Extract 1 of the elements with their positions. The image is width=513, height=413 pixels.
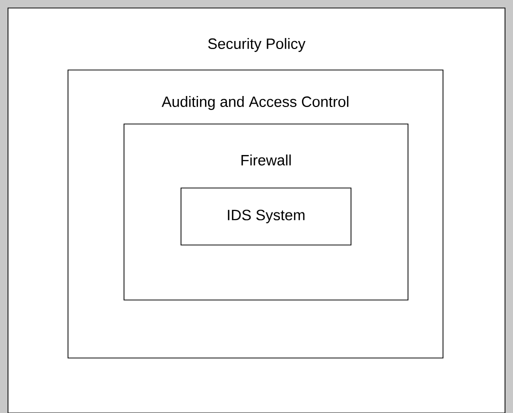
nested-box: IDS System — [180, 188, 352, 246]
